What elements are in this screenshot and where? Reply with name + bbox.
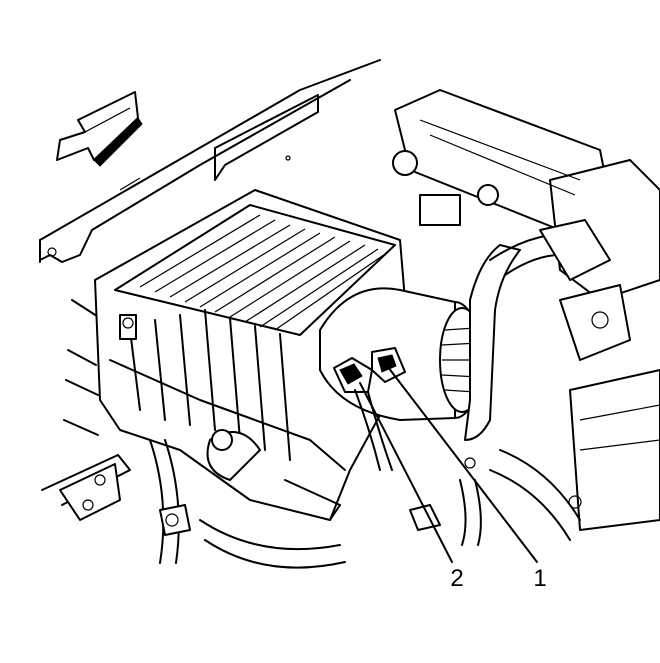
maf-sensor-connector	[371, 347, 406, 383]
callout-2-leader	[359, 382, 453, 563]
housing-side-ribs	[129, 309, 291, 461]
engine-upper-assembly	[392, 89, 660, 531]
fender-panel	[39, 59, 381, 263]
side-bracket	[41, 299, 131, 521]
iat-sensor-connector	[333, 357, 373, 393]
forward-direction-arrow-icon	[56, 91, 143, 167]
air-cleaner-housing	[94, 189, 411, 521]
callout-1-leader	[387, 366, 538, 563]
callout-1-label: 1	[533, 565, 546, 592]
callout-leaders	[359, 366, 538, 563]
filter-ribs	[139, 214, 389, 331]
lower-hoses	[149, 429, 581, 569]
callout-2-label: 2	[450, 565, 463, 592]
